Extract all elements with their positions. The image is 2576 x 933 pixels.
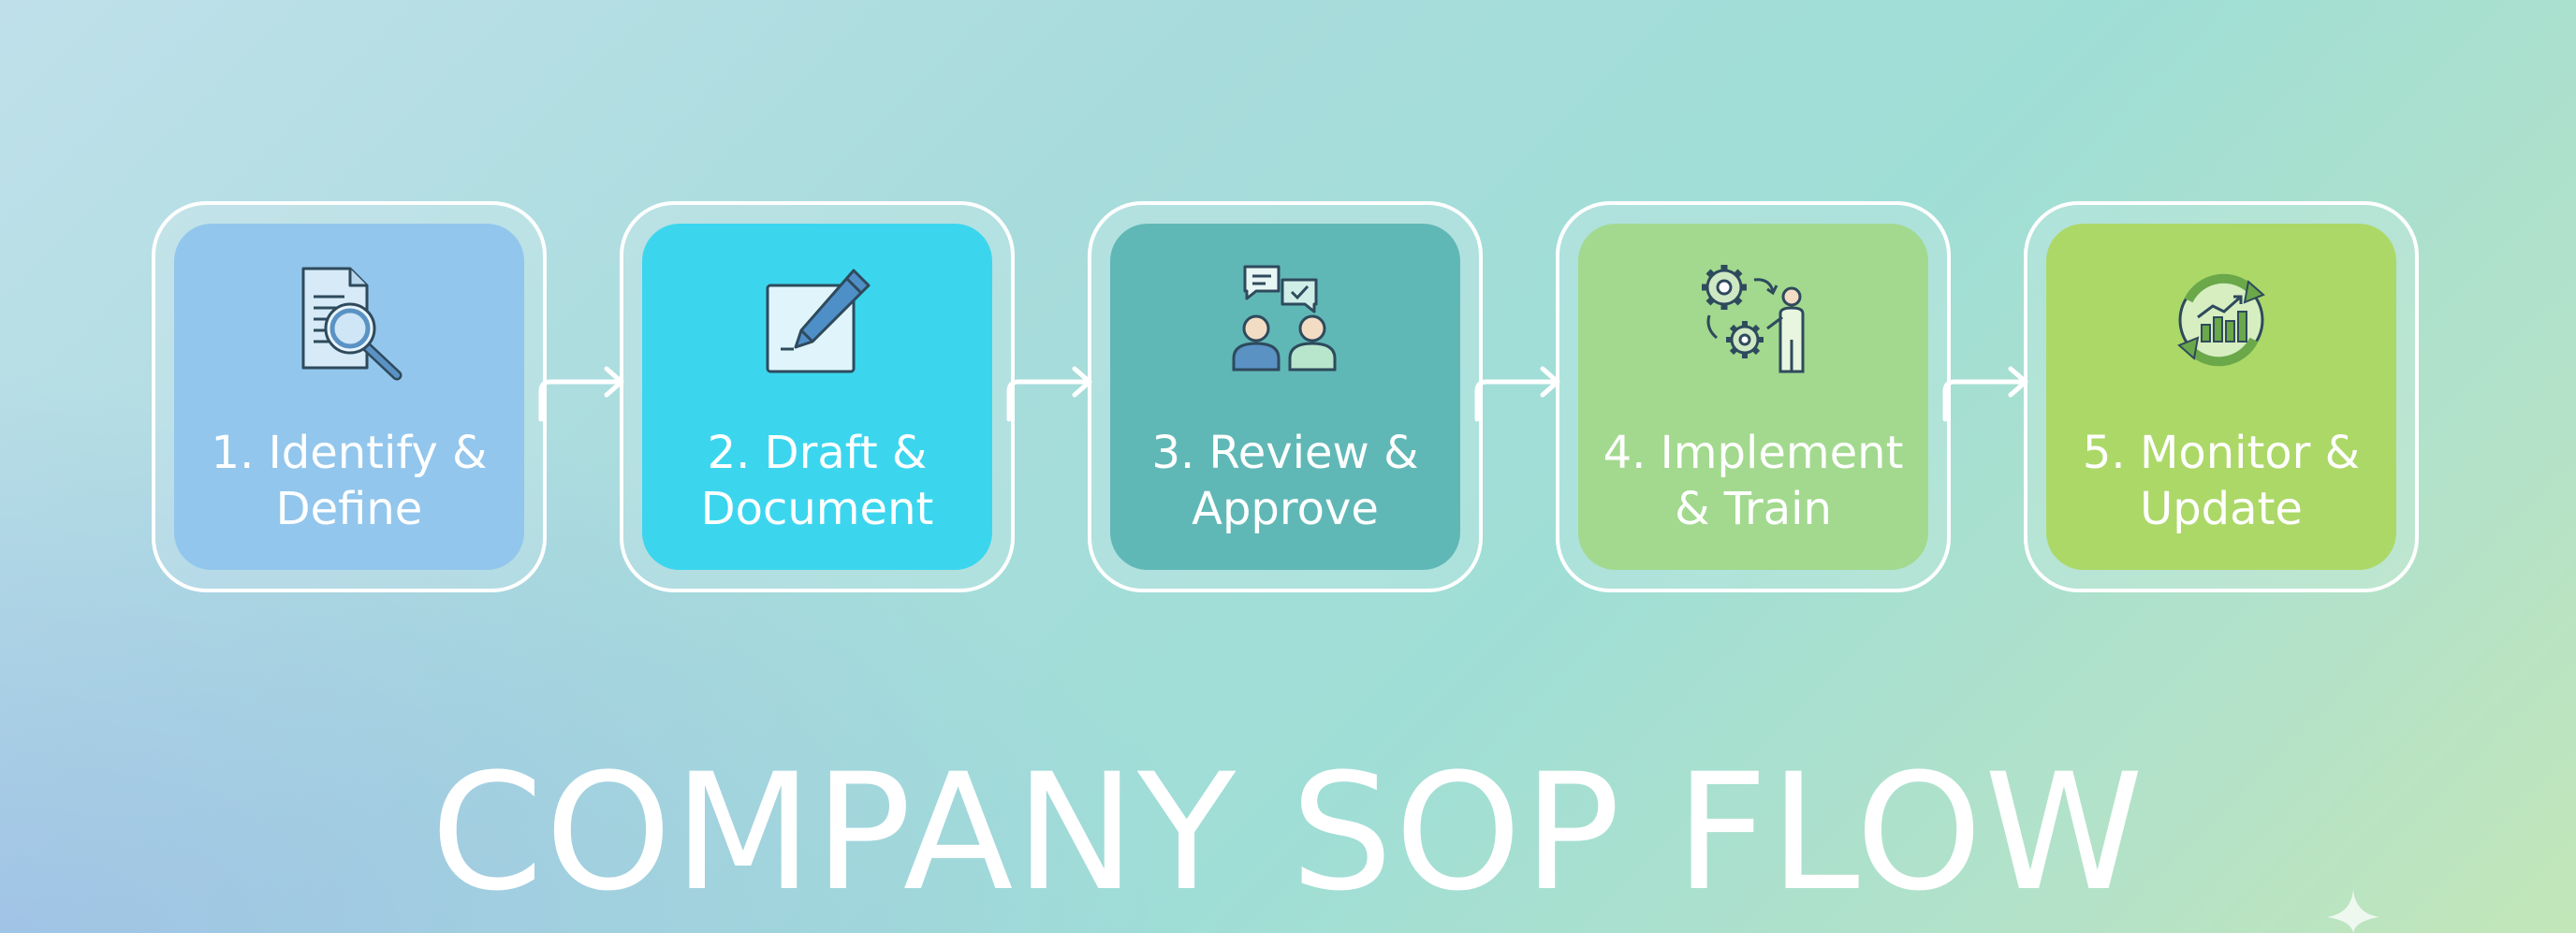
- step-label: 4. Implement & Train: [1603, 427, 1904, 535]
- connector-arrow-1-2: [538, 365, 625, 422]
- sparkle-icon: [2327, 889, 2379, 933]
- step-2-draft-document: 2. Draft & Document: [620, 201, 1015, 592]
- step-1-identify-define: 1. Identify & Define: [152, 201, 547, 592]
- step-label: 5. Monitor & Update: [2082, 427, 2361, 535]
- document-search-icon: [288, 259, 410, 381]
- step-label: 1. Identify & Define: [211, 427, 488, 535]
- people-chat-approve-icon: [1224, 259, 1346, 381]
- connector-arrow-2-3: [1006, 365, 1093, 422]
- step-card[interactable]: 1. Identify & Define: [174, 224, 524, 570]
- step-card[interactable]: 2. Draft & Document: [642, 224, 992, 570]
- step-card[interactable]: 4. Implement & Train: [1578, 224, 1928, 570]
- step-5-monitor-update: 5. Monitor & Update: [2024, 201, 2419, 592]
- step-label: 3. Review & Approve: [1151, 427, 1419, 535]
- page-title: COMPANY SOP FLOW: [431, 738, 2145, 926]
- step-3-review-approve: 3. Review & Approve: [1088, 201, 1483, 592]
- connector-arrow-3-4: [1474, 365, 1561, 422]
- cycle-chart-icon: [2160, 259, 2282, 381]
- step-label: 2. Draft & Document: [700, 427, 934, 535]
- step-card[interactable]: 5. Monitor & Update: [2046, 224, 2396, 570]
- document-pencil-icon: [756, 259, 878, 381]
- step-4-implement-train: 4. Implement & Train: [1556, 201, 1951, 592]
- step-card[interactable]: 3. Review & Approve: [1110, 224, 1460, 570]
- connector-arrow-4-5: [1942, 365, 2029, 422]
- gears-trainer-icon: [1692, 259, 1814, 381]
